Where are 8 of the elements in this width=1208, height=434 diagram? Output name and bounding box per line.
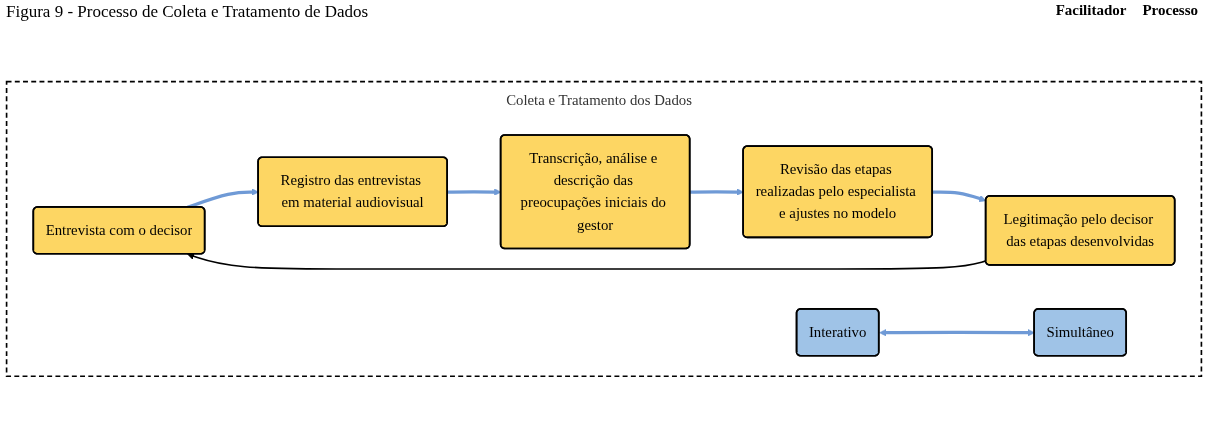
figure-caption: Figura 9 - Processo de Coleta e Tratamento de Dados xyxy=(6,2,369,22)
arrow xyxy=(932,190,987,203)
arrow xyxy=(879,329,1035,337)
arrow xyxy=(690,188,744,196)
text-label: Processo xyxy=(1142,2,1198,19)
text-label: Facilitador xyxy=(1055,2,1127,19)
arrow xyxy=(187,188,259,209)
arrow xyxy=(187,252,987,270)
